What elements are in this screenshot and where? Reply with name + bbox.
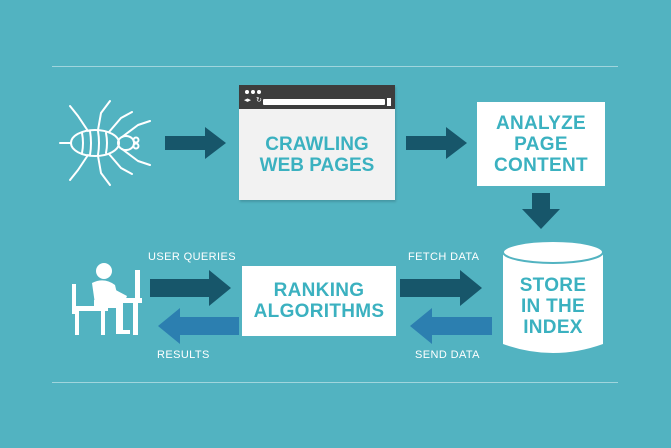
send-data-label: SEND DATA [415, 349, 480, 361]
store-in-index-node: STORE IN THE INDEX [519, 274, 587, 338]
user-queries-label: USER QUERIES [148, 251, 236, 263]
crawling-label: CRAWLING WEB PAGES [259, 133, 375, 176]
reload-icon: ↻ [256, 97, 262, 104]
arrow-store-to-ranking [410, 308, 492, 344]
window-dot-icon [245, 90, 249, 94]
back-forward-icon: ◂▸ [244, 97, 252, 104]
menu-icon [387, 98, 391, 106]
address-bar [263, 99, 385, 105]
arrow-ranking-to-store [400, 270, 482, 306]
top-divider [52, 66, 618, 67]
arrow-user-to-ranking [150, 270, 231, 306]
results-label: RESULTS [157, 349, 210, 361]
arrow-crawling-to-analyze [406, 127, 467, 159]
arrow-analyze-to-store [522, 193, 560, 229]
analyze-page-content-node: ANALYZE PAGE CONTENT [477, 102, 605, 186]
arrow-ranking-to-user [158, 308, 239, 344]
ranking-algorithms-node: RANKING ALGORITHMS [242, 266, 396, 336]
bottom-divider [52, 382, 618, 383]
window-dot-icon [251, 90, 255, 94]
window-dot-icon [257, 90, 261, 94]
arrow-spider-to-crawling [165, 127, 226, 159]
browser-title-bar: ◂▸ ↻ [239, 85, 395, 109]
fetch-data-label: FETCH DATA [408, 251, 480, 263]
crawling-web-pages-node: ◂▸ ↻ CRAWLING WEB PAGES [239, 85, 395, 200]
